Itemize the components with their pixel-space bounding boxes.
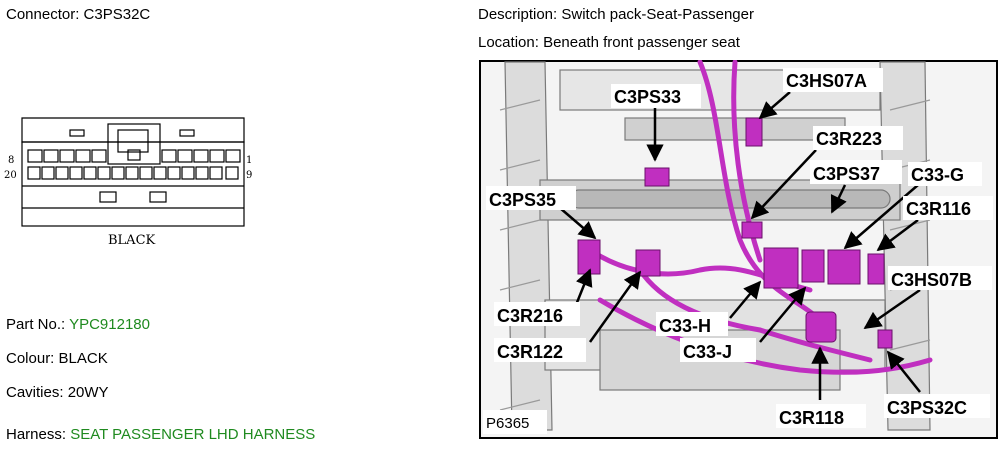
connector-c33-h: [763, 247, 799, 289]
location-value: Beneath front passenger seat: [543, 34, 740, 51]
connector-c3ps32c-body: [877, 329, 893, 349]
connector-c3r223: [741, 221, 763, 239]
connector-c3hs07a: [745, 117, 763, 147]
connector-label: Connector:: [6, 6, 80, 23]
callout-c3ps35: C3PS35: [489, 190, 556, 210]
connector-face-diagram: 8 20 1 9 BLACK: [4, 117, 252, 248]
connector-c33-g: [827, 249, 861, 285]
colour-line: Colour: BLACK: [6, 350, 108, 367]
part-no-label: Part No.:: [6, 316, 66, 333]
diagram-color-caption: BLACK: [108, 233, 156, 248]
harness-value[interactable]: SEAT PASSENGER LHD HARNESS: [70, 426, 316, 443]
callout-c3r223: C3R223: [816, 129, 882, 149]
pin-label-1: 1: [246, 155, 252, 166]
callout-c3r122: C3R122: [497, 342, 563, 362]
callout-c3ps37: C3PS37: [813, 164, 880, 184]
callout-c3ps32c: C3PS32C: [887, 398, 967, 418]
connector-c33-j: [801, 249, 825, 283]
callout-c3hs07b: C3HS07B: [891, 270, 972, 290]
harness-line: Harness: SEAT PASSENGER LHD HARNESS: [6, 426, 315, 443]
pin-label-9: 9: [246, 170, 252, 181]
description-label: Description:: [478, 6, 558, 23]
connector-line: Connector: C3PS32C: [6, 6, 150, 23]
callout-c3ps33: C3PS33: [614, 87, 681, 107]
colour-label: Colour:: [6, 350, 55, 367]
cavity-row-1: [27, 149, 241, 163]
connector-c3r116: [867, 253, 885, 285]
leader-arrows: [559, 91, 921, 400]
connector-blocks: [577, 117, 893, 349]
cavity-row-2: [27, 166, 239, 180]
cavities-label: Cavities:: [6, 384, 64, 401]
pin-label-8: 8: [8, 155, 14, 166]
callout-c3r118: C3R118: [779, 408, 844, 428]
location-line: Location: Beneath front passenger seat: [478, 34, 740, 51]
part-no-line: Part No.: YPC912180: [6, 316, 150, 333]
description-line: Description: Switch pack-Seat-Passenger: [478, 6, 754, 23]
colour-value: BLACK: [58, 350, 108, 367]
location-photo: C3PS33 C3HS07A C3R223 C3PS37 C33-G C3R11…: [479, 60, 998, 439]
connector-latch: [107, 123, 161, 165]
pin-label-20: 20: [4, 170, 17, 181]
description-value: Switch pack-Seat-Passenger: [561, 6, 754, 23]
callout-c33-j: C33-J: [683, 342, 732, 362]
connector-body: [21, 141, 245, 227]
callout-c3r216: C3R216: [497, 306, 563, 326]
callout-c3r116: C3R116: [906, 199, 971, 219]
photo-id: P6365: [486, 415, 529, 432]
callout-c3hs07a: C3HS07A: [786, 71, 867, 91]
connector-c3r216: [577, 239, 601, 275]
callout-c33-g: C33-G: [911, 165, 964, 185]
connector-value: C3PS32C: [83, 6, 151, 23]
part-no-value[interactable]: YPC912180: [69, 316, 150, 333]
callout-c33-h: C33-H: [659, 316, 711, 336]
connector-c3r118: [805, 311, 837, 343]
connector-latch-inner: [117, 129, 149, 153]
location-label: Location:: [478, 34, 539, 51]
cavities-line: Cavities: 20WY: [6, 384, 109, 401]
cavities-value: 20WY: [67, 384, 109, 401]
connector-c3ps33: [644, 167, 670, 187]
harness-label: Harness:: [6, 426, 67, 443]
